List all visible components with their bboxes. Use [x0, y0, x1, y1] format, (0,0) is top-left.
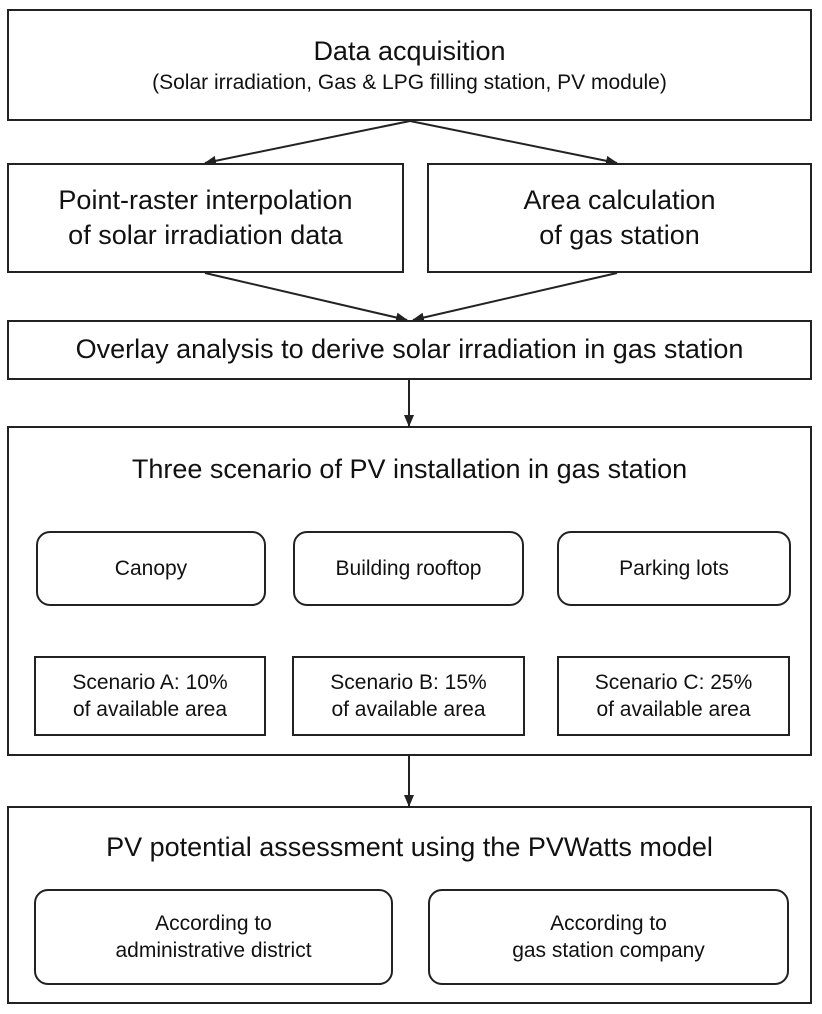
assessment-title: PV potential assessment using the PVWatt…	[106, 832, 713, 862]
arrow-acquisition-to-area	[409, 120, 618, 166]
building-rooftop-label: Building rooftop	[335, 556, 482, 580]
gas-station-company-box: According to gas station company	[428, 889, 789, 985]
canopy-label: Canopy	[114, 556, 188, 580]
arrow-acquisition-to-interpolation	[204, 120, 411, 166]
parking-lots-box: Parking lots	[557, 531, 791, 606]
overlay-analysis-label: Overlay analysis to derive solar irradia…	[75, 334, 744, 365]
admin-district-line2: administrative district	[115, 939, 312, 962]
arrow-interpolation-to-overlay	[204, 272, 408, 323]
admin-district-line1: According to	[155, 911, 272, 935]
scenarios-title: Three scenario of PV installation in gas…	[131, 454, 688, 484]
arrow-area-to-overlay	[412, 272, 618, 323]
scenario-c-line1: Scenario C: 25%	[594, 670, 753, 694]
data-acquisition-title: Data acquisition	[313, 35, 506, 66]
scenario-a-line2: of available area	[72, 698, 228, 721]
parking-lots-label: Parking lots	[619, 556, 729, 580]
scenario-b-box: Scenario B: 15% of available area	[292, 656, 525, 736]
area-calculation-line2: of gas station	[539, 220, 700, 250]
scenario-a-line1: Scenario A: 10%	[72, 670, 228, 694]
area-calculation-box: Area calculation of gas station	[427, 163, 812, 273]
scenario-b-line1: Scenario B: 15%	[330, 670, 487, 694]
area-calculation-line1: Area calculation	[523, 184, 716, 215]
data-acquisition-subtitle: (Solar irradiation, Gas & LPG filling st…	[152, 70, 667, 94]
canopy-box: Canopy	[36, 531, 266, 606]
scenario-a-box: Scenario A: 10% of available area	[34, 656, 266, 736]
gas-station-company-line1: According to	[550, 911, 667, 935]
scenario-c-box: Scenario C: 25% of available area	[557, 656, 790, 736]
scenario-c-line2: of available area	[596, 698, 751, 721]
interpolation-line2: of solar irradiation data	[68, 220, 343, 250]
scenario-b-line2: of available area	[331, 698, 486, 721]
building-rooftop-box: Building rooftop	[293, 531, 524, 606]
data-acquisition-box: Data acquisition (Solar irradiation, Gas…	[7, 9, 812, 121]
overlay-analysis-box: Overlay analysis to derive solar irradia…	[7, 320, 812, 380]
interpolation-line1: Point-raster interpolation	[58, 184, 353, 215]
interpolation-box: Point-raster interpolation of solar irra…	[7, 163, 404, 273]
admin-district-box: According to administrative district	[34, 889, 393, 985]
gas-station-company-line2: gas station company	[512, 939, 705, 962]
